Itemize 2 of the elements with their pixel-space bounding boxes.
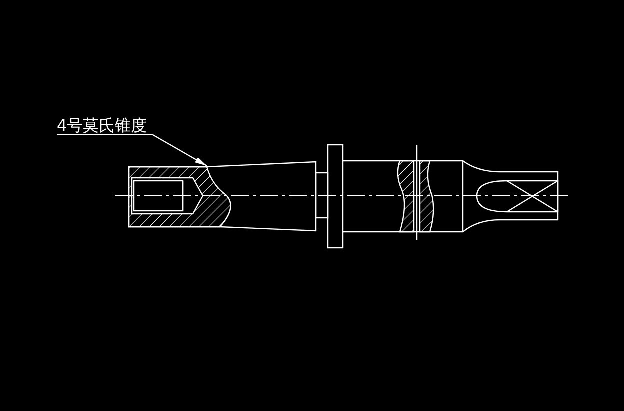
leader-line — [152, 134, 208, 167]
callout-label: 4号莫氏锥度 — [57, 117, 154, 135]
